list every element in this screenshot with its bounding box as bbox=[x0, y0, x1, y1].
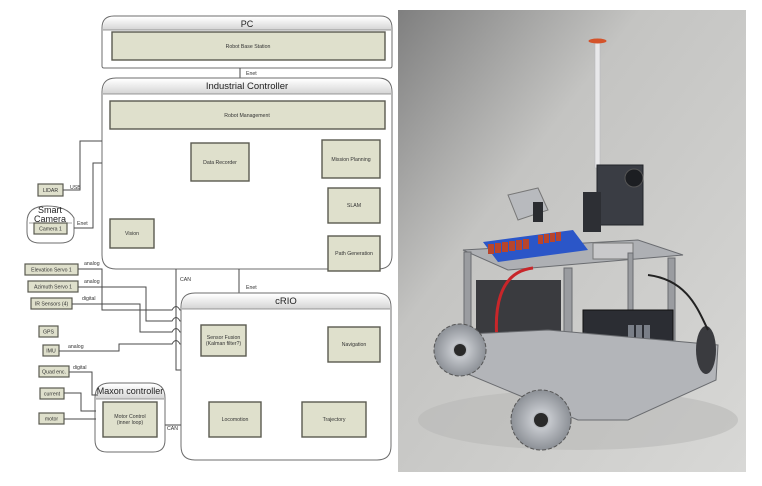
navigation-label: Navigation bbox=[342, 342, 367, 348]
sensor-fusion-label-line1: Sensor Fusion bbox=[207, 335, 241, 341]
camera-enet-link bbox=[74, 162, 102, 229]
trajectory-label: Trajectory bbox=[323, 417, 346, 423]
camera-1-module bbox=[33, 222, 68, 235]
quad-enc-link-label: digital bbox=[73, 365, 87, 371]
smart-camera-container: Smart Camera Camera 1 Enet bbox=[26, 162, 102, 244]
mission-planning-module bbox=[321, 139, 381, 179]
gps-label: GPS bbox=[43, 330, 54, 336]
current-link bbox=[64, 392, 96, 412]
vision-label: Vision bbox=[125, 231, 139, 237]
can-label-maxon-crio: CAN bbox=[167, 426, 178, 432]
usb-link bbox=[63, 140, 102, 191]
ir-sensors-peripheral: IR Sensors (4) digital bbox=[30, 296, 183, 333]
base-plate bbox=[447, 329, 719, 421]
black-cable bbox=[647, 274, 709, 331]
industrial-controller-container: Industrial Controller Robot Management D… bbox=[101, 77, 393, 272]
imu-label: IMU bbox=[46, 349, 56, 355]
path-generation-module bbox=[327, 235, 381, 272]
can-label-ic-crio: CAN bbox=[180, 277, 191, 283]
data-recorder-label: Data Recorder bbox=[203, 160, 237, 166]
camera-1-label: Camera 1 bbox=[39, 227, 62, 233]
azimuth-servo-peripheral: Azimuth Servo 1 analog bbox=[27, 279, 183, 322]
slam-module bbox=[327, 187, 381, 224]
lidar-motor bbox=[533, 202, 543, 222]
enet-label-ic-crio: Enet bbox=[246, 285, 257, 291]
azimuth-link bbox=[78, 286, 183, 322]
quad-enc-peripheral: Quad enc. digital bbox=[38, 365, 98, 396]
robot-management-label: Robot Management bbox=[224, 113, 270, 119]
maxon-controller-container: Maxon controller Motor Control (inner lo… bbox=[94, 382, 181, 453]
ir-link bbox=[72, 303, 183, 333]
sensor-fusion-label-line2: (Kalman filter?) bbox=[206, 341, 241, 347]
data-recorder-module bbox=[190, 142, 250, 182]
usb-label: USB bbox=[70, 185, 81, 191]
robot-base-station-label: Robot Base Station bbox=[226, 44, 271, 50]
control-board bbox=[483, 230, 588, 262]
camera-enet-label: Enet bbox=[77, 221, 88, 227]
robot-base-station-module bbox=[111, 31, 386, 61]
navigation-module bbox=[327, 326, 381, 363]
industrial-controller-title: Industrial Controller bbox=[206, 81, 288, 92]
quad-enc-link bbox=[69, 371, 98, 396]
vision-module bbox=[109, 218, 155, 249]
elevation-servo-peripheral: Elevation Servo 1 analog bbox=[24, 261, 183, 311]
system-architecture-diagram: PC Robot Base Station Enet Industrial Co… bbox=[24, 15, 393, 461]
current-peripheral: current bbox=[39, 387, 96, 412]
pc-container: PC Robot Base Station bbox=[101, 15, 393, 69]
motor-peripheral: motor bbox=[38, 412, 96, 425]
lidar-peripheral: LIDAR USB bbox=[37, 140, 102, 197]
azimuth-servo-label: Azimuth Servo 1 bbox=[34, 285, 72, 291]
can-link-ic-crio bbox=[175, 269, 181, 371]
ir-link-label: digital bbox=[82, 296, 96, 302]
slam-label: SLAM bbox=[347, 203, 361, 209]
driver-connectors bbox=[628, 325, 650, 343]
camera-bracket bbox=[592, 242, 634, 260]
azimuth-link-label: analog bbox=[84, 279, 100, 285]
motor-label: motor bbox=[45, 417, 59, 423]
camera-mount bbox=[583, 192, 601, 232]
imu-link-label: analog bbox=[68, 344, 84, 350]
robot-illustration bbox=[398, 10, 746, 472]
smart-camera-title-line2: Camera bbox=[34, 214, 66, 224]
lidar-label: LIDAR bbox=[43, 188, 59, 194]
pc-title: PC bbox=[241, 19, 254, 29]
front-right-wheel bbox=[510, 389, 572, 451]
elevation-servo-label: Elevation Servo 1 bbox=[31, 268, 72, 274]
quad-enc-label: Quad enc. bbox=[42, 370, 66, 376]
gps-peripheral: GPS bbox=[38, 325, 59, 338]
enet-label-pc-ic: Enet bbox=[246, 71, 257, 77]
motor-control-label-line2: (inner loop) bbox=[117, 420, 144, 426]
front-left-wheel bbox=[433, 323, 487, 377]
smart-camera-title-line1: Smart bbox=[38, 205, 63, 215]
imu-link bbox=[59, 340, 183, 352]
sensor-fusion-module bbox=[200, 324, 247, 357]
motor-control-module bbox=[102, 401, 158, 438]
motor-control-label-line1: Motor Control bbox=[114, 414, 145, 420]
crio-container: cRIO Sensor Fusion (Kalman filter?) Navi… bbox=[180, 292, 392, 461]
imu-peripheral: IMU analog bbox=[42, 340, 183, 357]
camera-lens bbox=[624, 168, 644, 188]
mission-planning-label: Mission Planning bbox=[331, 157, 370, 163]
maxon-controller-title: Maxon controller bbox=[97, 386, 164, 396]
robot-photo bbox=[398, 10, 746, 472]
elevation-link-label: analog bbox=[84, 261, 100, 267]
path-generation-label: Path Generation bbox=[335, 251, 373, 257]
current-label: current bbox=[44, 392, 61, 398]
mast-cap bbox=[588, 38, 607, 44]
ir-sensors-label: IR Sensors (4) bbox=[35, 302, 69, 308]
rear-right-wheel bbox=[696, 326, 716, 374]
locomotion-label: Locomotion bbox=[222, 417, 249, 423]
crio-title: cRIO bbox=[275, 296, 297, 307]
terminal-blocks bbox=[488, 232, 561, 254]
locomotion-module bbox=[208, 401, 262, 438]
trajectory-module bbox=[301, 401, 367, 438]
robot-management-module bbox=[109, 100, 386, 130]
elevation-link bbox=[78, 268, 183, 311]
mast bbox=[594, 42, 601, 169]
